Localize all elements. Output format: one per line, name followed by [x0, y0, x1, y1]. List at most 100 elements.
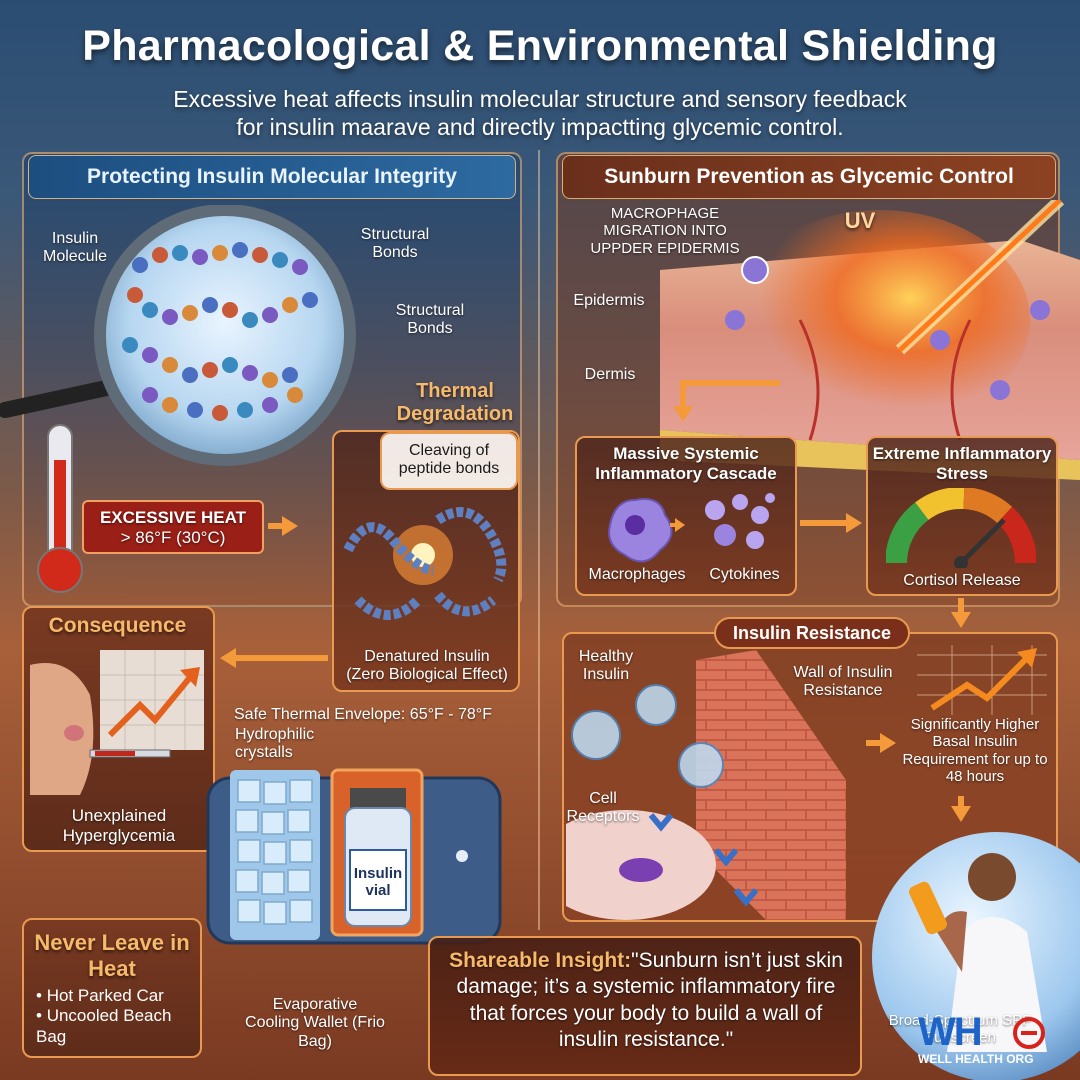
cortisol-label: Cortisol Release — [903, 572, 1021, 589]
molecule-bead — [132, 257, 148, 273]
arrow-shaft — [268, 523, 282, 529]
insight-quote: "Sunburn isn’t just skin damage; it’s a … — [456, 949, 843, 1052]
denatured-label-line1: Denatured Insulin — [364, 648, 490, 665]
hydrophilic-label: Hydrophilic crystalls — [235, 726, 315, 762]
rising-insulin-chart-icon — [917, 645, 1047, 715]
cooling-wallet-label: Evaporative Cooling Wallet (Frio Bag) — [245, 996, 385, 1050]
epidermis-label: Epidermis — [573, 292, 645, 309]
arrow-left-icon — [220, 648, 236, 668]
molecule-bead — [182, 367, 198, 383]
molecule-bead — [187, 402, 203, 418]
right-panel-title: Sunburn Prevention as Glycemic Control — [562, 155, 1056, 199]
arrow-right-icon — [880, 733, 896, 753]
molecule-bead — [162, 309, 178, 325]
section-divider — [538, 150, 540, 930]
stress-title: Extreme Inflammatory Stress — [872, 444, 1052, 483]
never-leave-box — [22, 918, 202, 1058]
arrow-shaft — [680, 380, 686, 406]
arm-injection-chart-illustration — [30, 650, 204, 795]
molecule-bead — [262, 372, 278, 388]
never-leave-list: • Hot Parked Car • Uncooled Beach Bag — [36, 986, 196, 1047]
molecule-bead — [222, 302, 238, 318]
subtitle-line-1: Excessive heat affects insulin molecular… — [173, 86, 907, 112]
molecule-bead — [282, 367, 298, 383]
insight-text: Shareable Insight:"Sunburn isn’t just sk… — [440, 948, 852, 1054]
structural-bonds-label-1: Structural Bonds — [360, 226, 430, 262]
molecule-bead — [242, 312, 258, 328]
molecule-bead — [287, 387, 303, 403]
thermometer-icon — [37, 424, 83, 593]
molecule-bead — [162, 357, 178, 373]
molecule-bead — [242, 365, 258, 381]
arrow-right-icon — [282, 516, 298, 536]
molecule-bead — [222, 357, 238, 373]
inflammatory-stress-box — [866, 436, 1058, 596]
insulin-vial-label: Insulin vial — [353, 865, 403, 900]
cascade-title: Massive Systemic Inflammatory Cascade — [595, 444, 777, 483]
wellhealth-logo: WH WELL HEALTH ORG — [918, 1012, 1068, 1070]
molecule-bead — [162, 397, 178, 413]
broken-peptide-chains-illustration — [343, 507, 507, 620]
insulin-molecule-label: Insulin Molecule — [42, 230, 108, 266]
never-leave-item-text-2: Uncooled Beach Bag — [36, 1006, 172, 1046]
wall-label: Wall of Insulin Resistance — [793, 664, 893, 700]
requirement-label: Significantly Higher Basal Insulin Requi… — [902, 716, 1048, 785]
page-title: Pharmacological & Environmental Shieldin… — [82, 22, 998, 70]
shareable-insight-box — [428, 936, 862, 1076]
logo-circle-icon — [1013, 1017, 1045, 1049]
macrophages-label: Macrophages — [588, 566, 686, 583]
molecule-bead — [262, 307, 278, 323]
molecule-bead — [272, 252, 288, 268]
molecule-bead — [192, 249, 208, 265]
arrow-shaft — [800, 520, 846, 526]
molecule-bead — [152, 247, 168, 263]
molecule-bead — [142, 302, 158, 318]
structural-bonds-label-2: Structural Bonds — [395, 302, 465, 338]
insulin-wall-illustration — [566, 650, 846, 920]
arrow-shaft — [866, 740, 880, 746]
molecule-bead — [127, 287, 143, 303]
denatured-label-line2: (Zero Biological Effect) — [346, 666, 508, 684]
molecule-bead — [212, 245, 228, 261]
arrow-down-icon — [951, 612, 971, 628]
cleaving-label: Cleaving of peptide bonds — [380, 432, 518, 490]
consequence-title: Consequence — [48, 614, 187, 637]
molecule-bead — [142, 387, 158, 403]
left-panel-title: Protecting Insulin Molecular Integrity — [28, 155, 516, 199]
arrow-down-icon — [673, 406, 693, 422]
cytokines-label: Cytokines — [709, 566, 780, 583]
molecule-bead — [202, 362, 218, 378]
subtitle-line-2: for insulin maarave and directly impactt… — [236, 114, 844, 140]
never-leave-item-1: • Hot Parked Car — [36, 986, 164, 1005]
stress-gauge-icon — [886, 488, 1036, 568]
dermis-label: Dermis — [584, 366, 636, 383]
molecule-bead — [202, 297, 218, 313]
macrophage-cytokines-illustration — [608, 493, 775, 563]
molecule-bead — [122, 337, 138, 353]
insulin-resistance-title: Insulin Resistance — [714, 617, 910, 649]
healthy-insulin-label: Healthy Insulin — [578, 648, 634, 684]
never-leave-item-2: • Uncooled Beach Bag — [36, 1006, 172, 1046]
insight-lead: Shareable Insight: — [449, 949, 632, 972]
excessive-heat-badge: EXCESSIVE HEAT > 86°F (30°C) — [82, 500, 264, 554]
molecule-bead — [212, 405, 228, 421]
never-leave-item-text-1: Hot Parked Car — [46, 986, 164, 1005]
macrophage-migration-label: MACROPHAGE MIGRATION INTO UPPDER EPIDERM… — [590, 205, 740, 257]
cooling-wallet-illustration — [206, 768, 502, 945]
cell-receptors-label: Cell Receptors — [566, 790, 640, 826]
molecule-bead — [172, 245, 188, 261]
molecule-bead — [142, 347, 158, 363]
arrow-shaft — [236, 655, 328, 661]
molecule-bead — [302, 292, 318, 308]
molecule-bead — [262, 397, 278, 413]
safe-envelope-label: Safe Thermal Envelope: 65°F - 78°F — [234, 706, 492, 723]
molecule-bead — [292, 259, 308, 275]
heat-threshold: > 86°F (30°C) — [120, 527, 226, 547]
molecule-bead — [232, 242, 248, 258]
arrow-shaft — [680, 380, 780, 386]
consequence-caption: Unexplained Hyperglycemia — [62, 806, 176, 845]
arrow-shaft — [958, 598, 964, 612]
arrow-shaft — [958, 796, 964, 808]
arrow-down-icon — [951, 806, 971, 822]
heat-label: EXCESSIVE HEAT — [99, 508, 247, 527]
